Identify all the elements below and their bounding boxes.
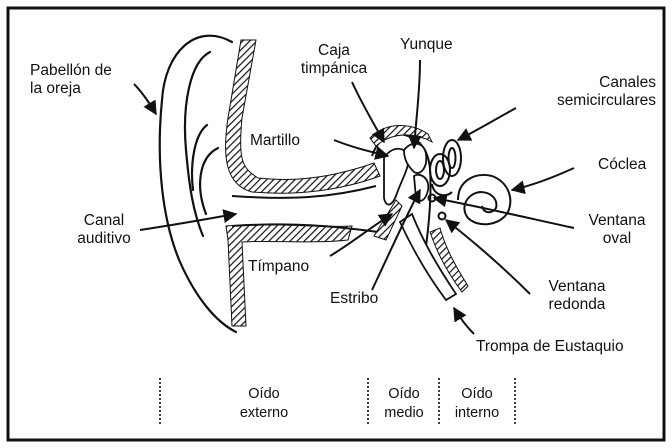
arrow-pabellon [134,84,156,114]
label-ventana-redonda-line1: Ventana [534,278,620,296]
label-pabellon: Pabellón de la oreja [30,62,112,98]
label-canales-line1: Canales [500,74,656,92]
label-ventana-oval-line2: oval [578,230,656,248]
pinna [160,36,236,332]
zone-externo-line1: Oído [214,385,314,404]
label-pabellon-line2: la oreja [30,80,112,98]
arrow-ventana-oval [434,198,574,228]
label-caja-line2: timpánica [290,60,378,78]
zone-oido-medio: Oído medio [370,385,438,423]
zone-interno-line2: interno [442,404,512,423]
label-pabellon-line1: Pabellón de [30,62,112,80]
label-coclea: Cóclea [598,156,646,174]
zone-oido-interno: Oído interno [442,385,512,423]
label-canal-auditivo: Canal auditivo [64,212,144,248]
label-canales-line2: semicirculares [500,92,656,110]
label-caja-line1: Caja [290,42,378,60]
ear-canal [232,186,378,232]
arrow-canal [140,214,236,230]
semicircular-canals [430,140,461,195]
label-caja-timpanica: Caja timpánica [290,42,378,78]
label-timpano: Tímpano [248,258,309,276]
eustachian-tube [400,214,468,300]
arrow-caja [352,82,384,142]
zone-interno-line1: Oído [442,385,512,404]
label-canal-line1: Canal [64,212,144,230]
label-ventana-redonda: Ventana redonda [534,278,620,314]
ossicles [384,144,428,205]
label-canales: Canales semicirculares [500,74,656,110]
zone-oido-externo: Oído externo [214,385,314,423]
zone-externo-line2: externo [214,404,314,423]
zone-medio-line1: Oído [370,385,438,404]
label-ventana-oval-line1: Ventana [578,212,656,230]
arrow-coclea [512,168,574,190]
label-canal-line2: auditivo [64,230,144,248]
label-ventana-oval: Ventana oval [578,212,656,248]
label-trompa: Trompa de Eustaquio [476,338,624,356]
cavity-roof-hatch [370,125,432,146]
arrow-canales [458,108,516,140]
label-estribo: Estribo [330,290,378,308]
zone-medio-line2: medio [370,404,438,423]
label-yunque: Yunque [400,36,453,54]
label-ventana-redonda-line2: redonda [534,296,620,314]
arrow-trompa [454,308,474,334]
label-martillo: Martillo [250,132,300,150]
